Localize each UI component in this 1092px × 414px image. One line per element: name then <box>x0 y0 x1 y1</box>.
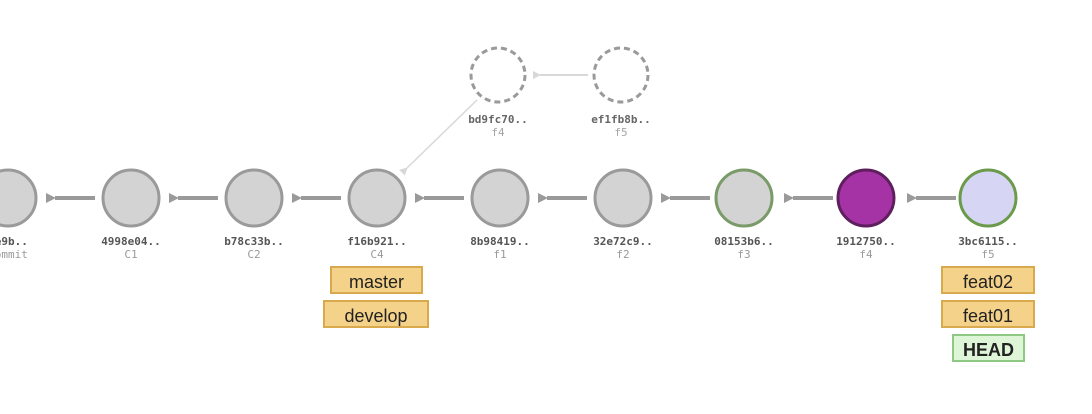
ghost-commit-node[interactable] <box>592 46 650 104</box>
commit-node[interactable] <box>347 168 407 228</box>
commit-sha: 08153b6.. <box>714 235 774 248</box>
commit-sha: 1912750.. <box>836 235 896 248</box>
branch-label-master[interactable]: master <box>330 266 423 294</box>
commit-message: f2 <box>616 248 629 261</box>
head-pointer-label[interactable]: HEAD <box>952 334 1025 362</box>
commit-node[interactable] <box>0 168 38 228</box>
commit-sha: 4998e04.. <box>101 235 161 248</box>
commit-sha: 3bc6115.. <box>958 235 1018 248</box>
ghost-commit-sha: ef1fb8b.. <box>591 113 651 126</box>
ghost-commit-message: f5 <box>614 126 627 139</box>
commit-sha: 7e9b.. <box>0 235 28 248</box>
commit-message: commit <box>0 248 28 261</box>
ghost-commit-node[interactable] <box>469 46 527 104</box>
commit-message: C1 <box>124 248 137 261</box>
commit-sha: 8b98419.. <box>470 235 530 248</box>
commit-message: C4 <box>370 248 384 261</box>
branch-label-feat01[interactable]: feat01 <box>941 300 1035 328</box>
commit-message: C2 <box>247 248 260 261</box>
commit-message: f3 <box>737 248 750 261</box>
ghost-link-bd9-to-f16 <box>399 99 478 176</box>
commit-node[interactable] <box>714 168 774 228</box>
commit-sha: f16b921.. <box>347 235 407 248</box>
commit-node[interactable] <box>224 168 284 228</box>
ghost-commit-message: f4 <box>491 126 505 139</box>
branch-label-develop[interactable]: develop <box>323 300 429 328</box>
commit-node[interactable] <box>470 168 530 228</box>
commit-sha: 32e72c9.. <box>593 235 653 248</box>
commit-sha: b78c33b.. <box>224 235 284 248</box>
commit-node[interactable] <box>101 168 161 228</box>
commit-message: f5 <box>981 248 994 261</box>
ghost-commit-sha: bd9fc70.. <box>468 113 528 126</box>
commit-message: f1 <box>493 248 506 261</box>
commit-message: f4 <box>859 248 873 261</box>
commit-node-highlighted[interactable] <box>836 168 896 228</box>
commit-node-head[interactable] <box>958 168 1018 228</box>
branch-label-feat02[interactable]: feat02 <box>941 266 1035 294</box>
commit-node[interactable] <box>593 168 653 228</box>
